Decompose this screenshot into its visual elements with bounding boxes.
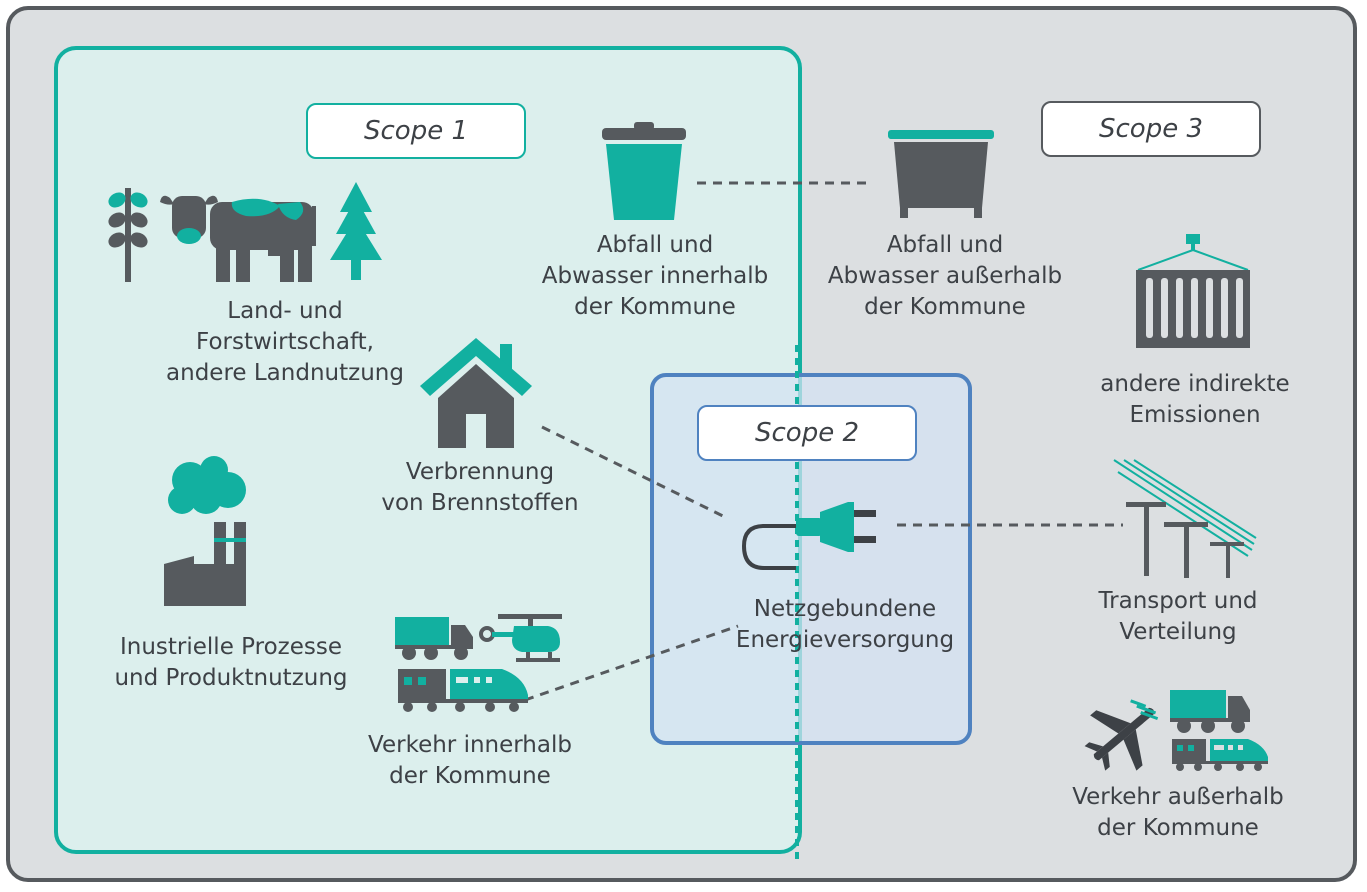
transmission-label: Transport und Verteilung: [1098, 588, 1258, 645]
waste-outside-label: Abfall und Abwasser außerhalb der Kommun…: [827, 232, 1063, 320]
agriculture-label: Land- und Forstwirtschaft, andere Landnu…: [166, 298, 404, 386]
cow-icon: [160, 195, 316, 282]
trash-bin-icon: [602, 122, 686, 220]
combustion-connector-line: [541, 425, 728, 520]
wheat-icon: [108, 188, 148, 282]
scope1-label: Scope 1: [306, 103, 526, 159]
tree-icon: [330, 182, 382, 280]
grid-energy-label: Netzgebundene Energieversorgung: [735, 596, 955, 653]
power-lines-icon: [1113, 459, 1257, 578]
shipping-container-icon: [1136, 234, 1250, 348]
train-icon: [1172, 739, 1268, 771]
factory-icon: [164, 456, 246, 606]
truck-icon: [395, 617, 473, 660]
train-icon: [398, 669, 528, 712]
power-plug-icon: [741, 502, 876, 570]
scope3-label: Scope 3: [1041, 101, 1261, 157]
airplane-icon: [1084, 699, 1159, 771]
traffic-inside-label: Verkehr innerhalb der Kommune: [368, 732, 572, 789]
scope2-label: Scope 2: [697, 405, 917, 461]
traffic-connector-line: [524, 624, 739, 702]
house-icon: [420, 338, 532, 448]
industry-label: Inustrielle Prozesse und Produktnutzung: [114, 634, 348, 691]
other-indirect-label: andere indirekte Emissionen: [1100, 371, 1290, 428]
helicopter-icon: [479, 614, 562, 662]
waste-container-icon: [888, 130, 994, 218]
truck-icon: [1170, 690, 1250, 733]
traffic-outside-label: Verkehr außerhalb der Kommune: [1072, 784, 1284, 841]
waste-inside-label: Abfall und Abwasser innerhalb der Kommun…: [541, 232, 769, 320]
combustion-label: Verbrennung von Brennstoffen: [381, 459, 579, 516]
